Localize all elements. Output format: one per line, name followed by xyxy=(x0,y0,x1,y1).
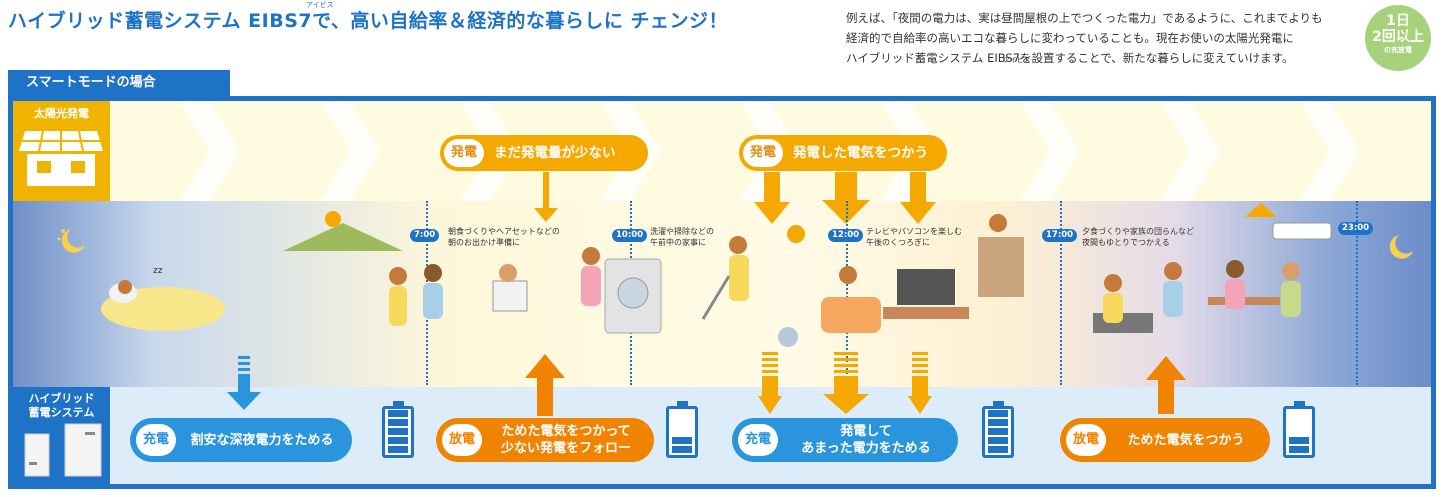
intro-ruby: アイビス xyxy=(1003,56,1031,64)
down-arrow-icon xyxy=(908,352,932,414)
note-line: テレビやパソコンを楽しむ xyxy=(866,227,962,236)
storage-side-panel: ハイブリッド 蓄電システム xyxy=(13,387,110,484)
storage-callout-text: 発電してあまった電力をためる xyxy=(788,423,958,457)
time-label: 12:00 xyxy=(828,229,864,242)
up-arrow-icon xyxy=(525,354,565,416)
note-line: 午前中の家事に xyxy=(650,238,706,247)
charge-tag: 充電 xyxy=(738,424,778,456)
storage-callout-text: ためた電気をつかう xyxy=(1116,432,1270,449)
headline-ruby: アイビス xyxy=(306,1,334,9)
battery-cell xyxy=(988,437,1008,444)
storage-callout-1: 充電 割安な深夜電力をためる xyxy=(130,418,352,462)
callout-line: ためた電気をつかって xyxy=(501,424,631,439)
activity-note: 洗濯や掃除などの 午前中の家事に xyxy=(650,226,714,248)
battery-cell xyxy=(388,446,408,453)
svg-text:zz: zz xyxy=(153,266,163,276)
solar-callout-text: 発電した電気をつかう xyxy=(793,145,928,161)
battery-icon xyxy=(382,401,414,458)
generation-tag: 発電 xyxy=(444,139,484,167)
timeline-divider xyxy=(1356,201,1358,385)
down-arrow-icon xyxy=(758,352,782,414)
battery-cell xyxy=(672,446,692,453)
storage-callout-3: 充電 発電してあまった電力をためる xyxy=(732,418,958,462)
time-label: 10:00 xyxy=(612,229,648,242)
badge-line: の充放電 xyxy=(1384,46,1412,54)
note-line: 朝食づくりやヘアセットなどの xyxy=(448,227,560,236)
down-arrow-icon xyxy=(823,352,869,414)
note-line: 午後のくつろぎに xyxy=(866,238,930,247)
down-arrow-icon xyxy=(534,172,558,222)
note-line: 夜間もゆとりでつかえる xyxy=(1082,238,1170,247)
battery-cell xyxy=(988,428,1008,435)
battery-cell xyxy=(988,419,1008,426)
house-icon xyxy=(19,130,103,186)
storage-callout-text: 割安な深夜電力をためる xyxy=(186,432,352,449)
down-arrow-icon xyxy=(227,356,261,410)
intro-line: 例えば、「夜間の電力は、実は昼間屋根の上でつくった電力」であるように、これまでよ… xyxy=(846,11,1323,25)
solar-callout-text: まだ発電量が少ない xyxy=(494,145,616,161)
storage-callout-text: ためた電気をつかって少ない発電をフォロー xyxy=(492,423,654,457)
solar-side-panel: 太陽光発電 xyxy=(13,101,110,201)
discharge-tag: 放電 xyxy=(442,424,482,456)
time-label: 23:00 xyxy=(1338,222,1374,235)
charge-tag: 充電 xyxy=(136,424,176,456)
storage-callout-2: 放電 ためた電気をつかって少ない発電をフォロー xyxy=(436,418,654,462)
intro-line: 経済的で自給率の高いエコな暮らしに変わっていることも。現在お使いの太陽光発電に xyxy=(846,31,1294,45)
battery-icon xyxy=(982,401,1014,458)
battery-cell xyxy=(388,419,408,426)
callout-line: ためた電気をつかう xyxy=(1127,432,1245,448)
headline: ハイブリッド蓄電システム EIBS7で、高い自給率＆経済的な暮らしに チェンジ！ xyxy=(8,10,728,32)
time-label: 17:00 xyxy=(1042,229,1078,242)
battery-icon xyxy=(1283,401,1315,458)
activity-note: 朝食づくりやヘアセットなどの 朝のお出かけ準備に xyxy=(448,226,560,248)
up-arrow-icon xyxy=(1146,356,1186,414)
battery-icon xyxy=(666,401,698,458)
solar-label: 太陽光発電 xyxy=(34,107,89,120)
callout-line: 発電して xyxy=(840,424,892,439)
timeline-divider xyxy=(846,201,848,385)
battery-cell xyxy=(672,437,692,444)
battery-cell xyxy=(388,428,408,435)
battery-cell xyxy=(388,410,408,417)
battery-cell xyxy=(1289,446,1309,453)
solar-callout-2: 発電発電した電気をつかう xyxy=(739,135,947,171)
callout-line: 割安な深夜電力をためる xyxy=(190,432,334,448)
activity-note: 夕食づくりや家族の団らんなど 夜間もゆとりでつかえる xyxy=(1082,226,1194,248)
storage-label-line: ハイブリッド xyxy=(28,392,95,405)
battery-cell xyxy=(988,446,1008,453)
activity-note: テレビやパソコンを楽しむ 午後のくつろぎに xyxy=(866,226,962,248)
note-line: 洗濯や掃除などの xyxy=(650,227,714,236)
note-line: 夕食づくりや家族の団らんなど xyxy=(1082,227,1194,236)
storage-label-line: 蓄電システム xyxy=(28,406,95,419)
battery-cell xyxy=(1289,437,1309,444)
timeline-divider xyxy=(1060,201,1062,385)
note-line: 朝のお出かけ準備に xyxy=(448,238,520,247)
callout-line: 少ない発電をフォロー xyxy=(500,441,631,456)
mode-tab: スマートモードの場合 xyxy=(8,70,230,96)
discharge-tag: 放電 xyxy=(1066,424,1106,456)
intro-line: ハイブリッド蓄電システム EIBS7を設置することで、新たな暮らしに変えていけま… xyxy=(846,51,1294,65)
cycle-badge: 1日 2回以上 の充放電 xyxy=(1365,5,1431,71)
daily-life-illustration: zz xyxy=(57,203,1413,347)
intro-text: 例えば、「夜間の電力は、実は昼間屋根の上でつくった電力」であるように、これまでよ… xyxy=(846,8,1336,68)
storage-callout-4: 放電 ためた電気をつかう xyxy=(1060,418,1270,462)
badge-line: 2回以上 xyxy=(1372,29,1424,45)
callout-line: あまった電力をためる xyxy=(801,441,931,456)
time-label: 7:00 xyxy=(410,229,440,242)
generation-tag: 発電 xyxy=(743,139,783,167)
down-arrow-icon xyxy=(754,172,790,224)
storage-unit-icon xyxy=(24,423,102,477)
down-arrow-icon xyxy=(900,172,936,224)
battery-cell xyxy=(388,437,408,444)
battery-cell xyxy=(988,410,1008,417)
badge-line: 1日 xyxy=(1386,13,1410,29)
solar-callout-1: 発電まだ発電量が少ない xyxy=(440,135,648,171)
